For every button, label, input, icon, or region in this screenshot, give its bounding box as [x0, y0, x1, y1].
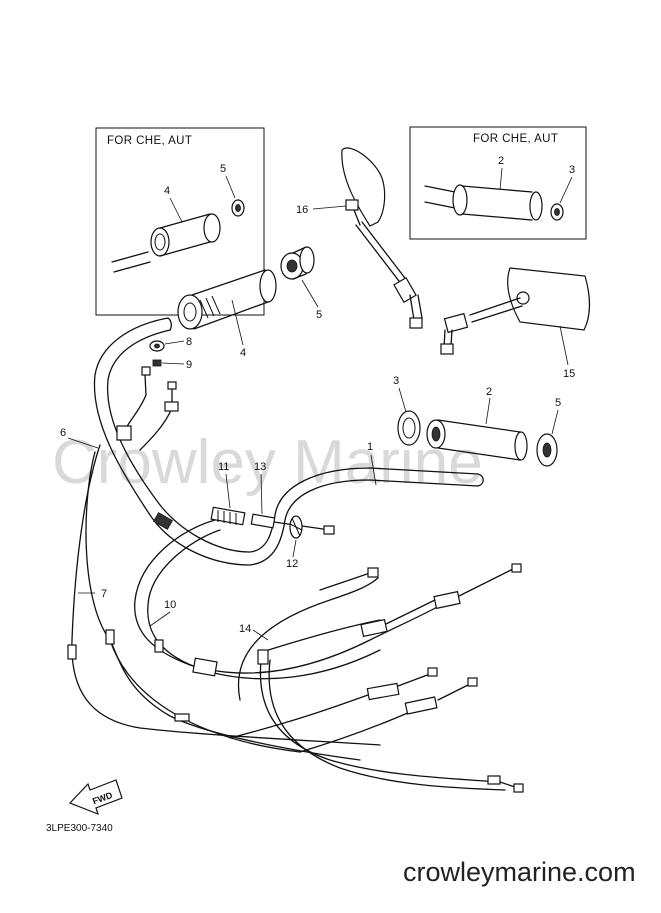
mirror-right — [440, 267, 590, 355]
bar-end-upper — [280, 246, 315, 280]
inset-box-left: FOR CHE, AUT 4 5 — [95, 127, 265, 316]
inset-right-label-2: 2 — [498, 155, 504, 167]
handlebar — [93, 317, 484, 566]
callout-4: 4 — [240, 347, 246, 359]
callout-16: 16 — [296, 204, 308, 216]
callout-8: 8 — [186, 336, 192, 348]
throttle-grip — [177, 269, 277, 330]
screw-8-9 — [149, 340, 165, 367]
callout-10: 10 — [164, 599, 176, 611]
cable-10 — [134, 519, 451, 680]
callout-5-upper: 5 — [316, 309, 322, 321]
callout-12: 12 — [286, 558, 298, 570]
right-grip-assembly — [397, 410, 558, 467]
diagram-code: 3LPE300-7340 — [46, 823, 113, 834]
callout-7: 7 — [101, 588, 107, 600]
cable-14 — [237, 563, 524, 793]
callout-13: 13 — [254, 461, 266, 473]
callout-1: 1 — [367, 441, 373, 453]
callout-15: 15 — [563, 368, 575, 380]
fwd-arrow-icon: FWD — [68, 779, 123, 816]
callouts: 1 2 3 4 5 5 6 7 8 9 10 11 12 13 14 15 16 — [60, 204, 575, 641]
callout-6: 6 — [60, 427, 66, 439]
inset-right-title: FOR CHE, AUT — [473, 133, 558, 145]
callout-11: 11 — [218, 461, 229, 473]
inset-left-title: FOR CHE, AUT — [107, 135, 192, 147]
mirror-left — [341, 147, 423, 329]
inset-left-label-4: 4 — [164, 185, 170, 197]
throttle-cables — [210, 506, 335, 539]
cable-ends-center — [229, 667, 478, 753]
callout-9: 9 — [186, 359, 192, 371]
switch-cable-ends — [116, 366, 179, 451]
cables-left — [67, 444, 381, 761]
callout-3: 3 — [393, 375, 399, 387]
callout-5-lower: 5 — [555, 397, 561, 409]
inset-box-right: FOR CHE, AUT 2 3 — [409, 126, 587, 240]
inset-left-label-5: 5 — [220, 163, 226, 175]
inset-right-label-3: 3 — [569, 164, 575, 176]
callout-2: 2 — [486, 386, 492, 398]
website-text: crowleymarine.com — [403, 857, 636, 887]
callout-14: 14 — [239, 623, 251, 635]
